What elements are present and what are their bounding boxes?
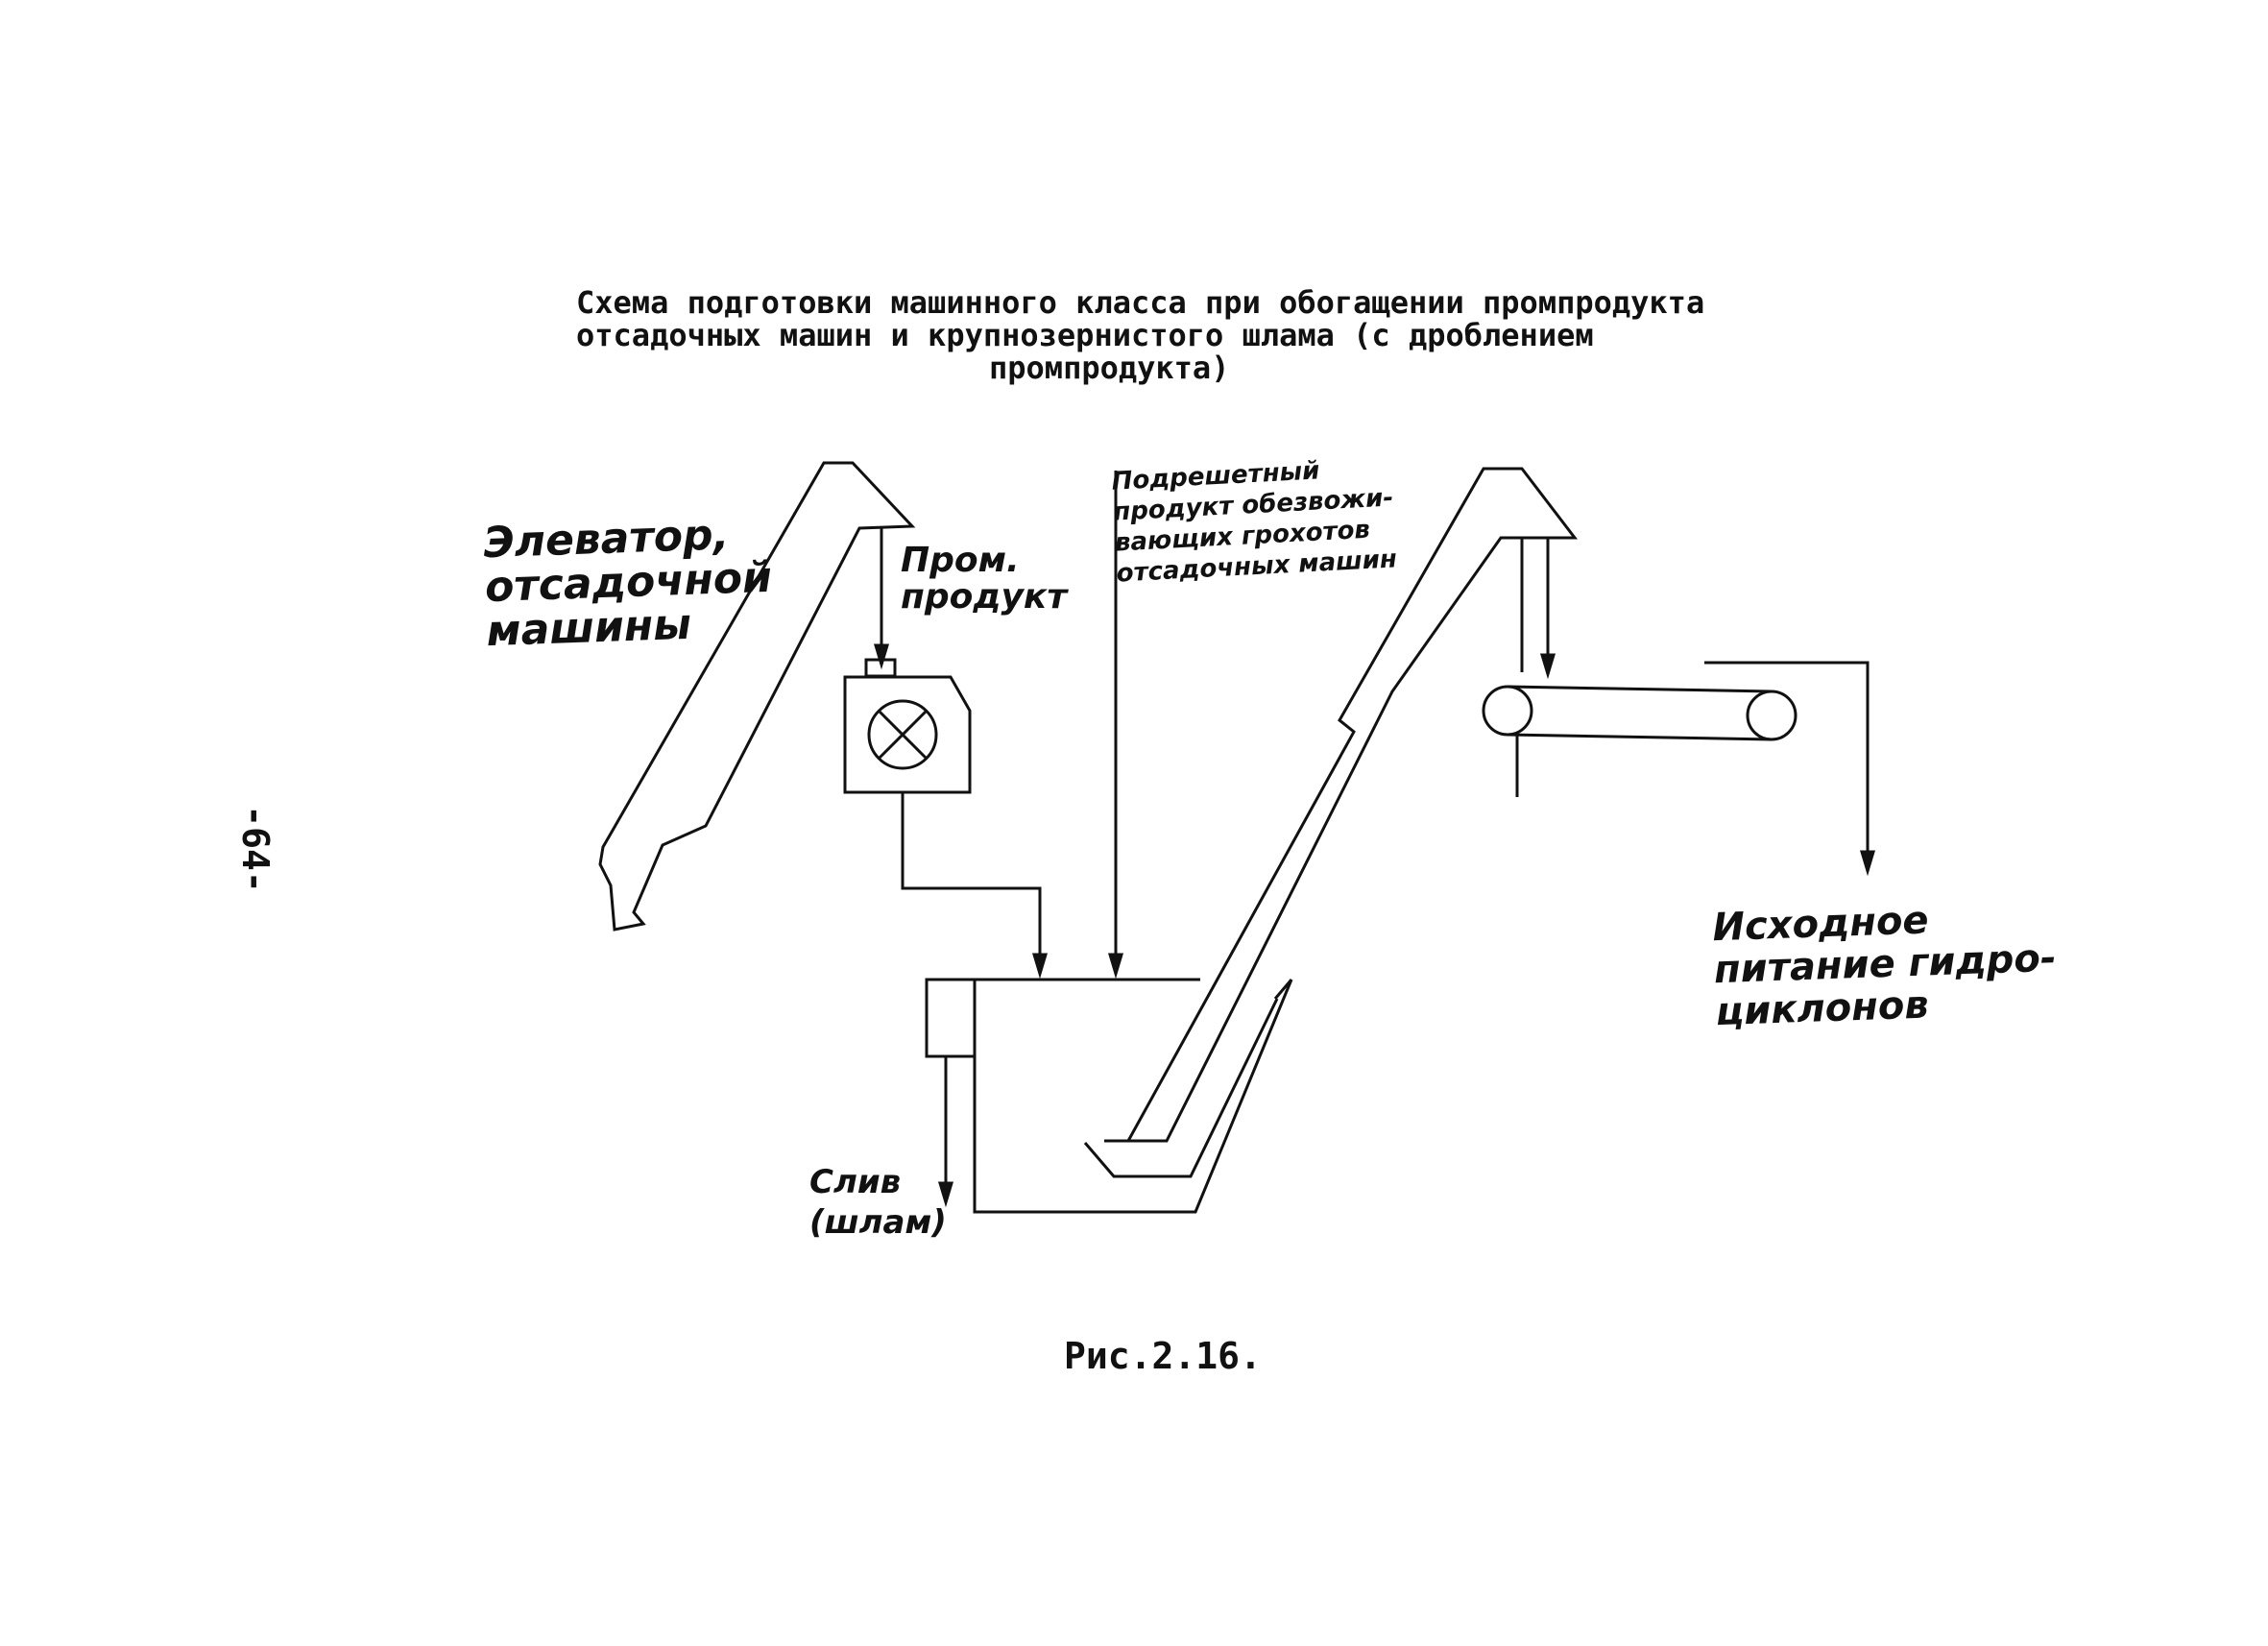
- crusher-circle: [867, 699, 938, 770]
- settling-tank: [973, 978, 1293, 1214]
- label-elevator: Элеватор, отсадочной машины: [482, 510, 773, 657]
- right-elevator-body: [1083, 467, 1579, 1178]
- label-hydrocyclone-feed: Исходное питание гидро- циклонов: [1711, 898, 2058, 1035]
- feed-arrowhead: [1859, 850, 1876, 877]
- promprod-arrowhead: [873, 643, 890, 670]
- feed-pipe: [1704, 661, 1870, 869]
- crusher-outlet-arrowhead: [1031, 953, 1049, 980]
- label-overflow-slime: Слив (шлам): [809, 1163, 947, 1242]
- overflow-arrowhead: [937, 1181, 954, 1208]
- conveyor-belt-bottom: [1507, 733, 1773, 741]
- conveyor-belt-top: [1507, 685, 1773, 693]
- left-elevator-body: [598, 461, 916, 932]
- crusher-x-2: [878, 710, 928, 760]
- title-line-3: промпродукта): [989, 350, 1230, 386]
- conveyor-left-pulley: [1482, 685, 1533, 737]
- crusher-body: [843, 675, 972, 794]
- undersieve-arrowhead: [1107, 953, 1124, 980]
- diagram-title: Схема подготовки машинного класса при об…: [576, 286, 1920, 384]
- title-line-2: отсадочных машин и крупнозернистого шлам…: [576, 317, 1594, 353]
- crusher-outlet-pipe: [901, 792, 1042, 972]
- elevator-discharge-arrowhead: [1539, 653, 1556, 680]
- label-promprodukt: Пром. продукт: [901, 541, 1068, 617]
- label-undersieve-product: Подрешетный продукт обезвожи- вающих гро…: [1110, 456, 1398, 589]
- overflow-box: [925, 978, 977, 1058]
- figure-caption: Рис.2.16.: [1064, 1335, 1262, 1377]
- conveyor-right-pulley: [1746, 690, 1798, 741]
- title-line-1: Схема подготовки машинного класса при об…: [576, 284, 1705, 321]
